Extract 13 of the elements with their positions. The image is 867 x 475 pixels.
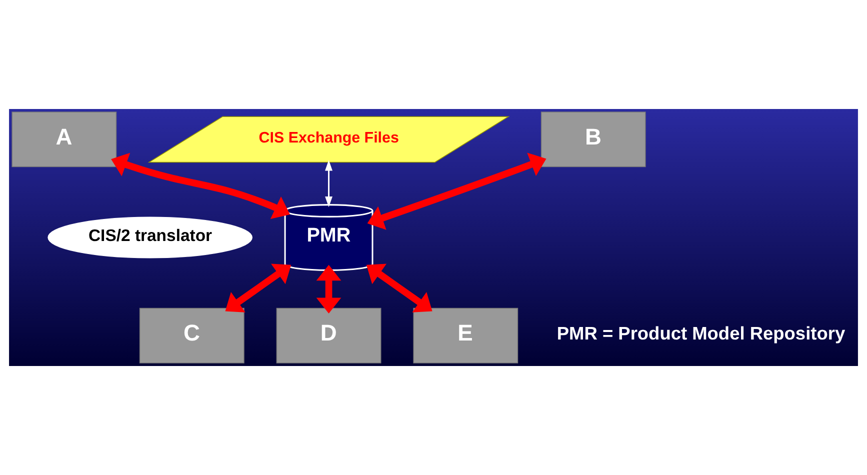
node-box: B — [540, 112, 646, 168]
node-box: D — [276, 308, 382, 364]
arrow — [316, 264, 342, 314]
node-box: C — [139, 308, 244, 364]
arrow — [111, 152, 290, 219]
arrow — [367, 152, 546, 230]
arrow — [325, 160, 332, 208]
node-ellipse: CIS/2 translator — [48, 216, 252, 258]
arrow — [225, 264, 292, 312]
label: PMR = Product Model Repository — [556, 322, 846, 344]
node-box: E — [413, 308, 518, 364]
node-box: A — [12, 112, 117, 168]
arrow — [366, 264, 432, 312]
